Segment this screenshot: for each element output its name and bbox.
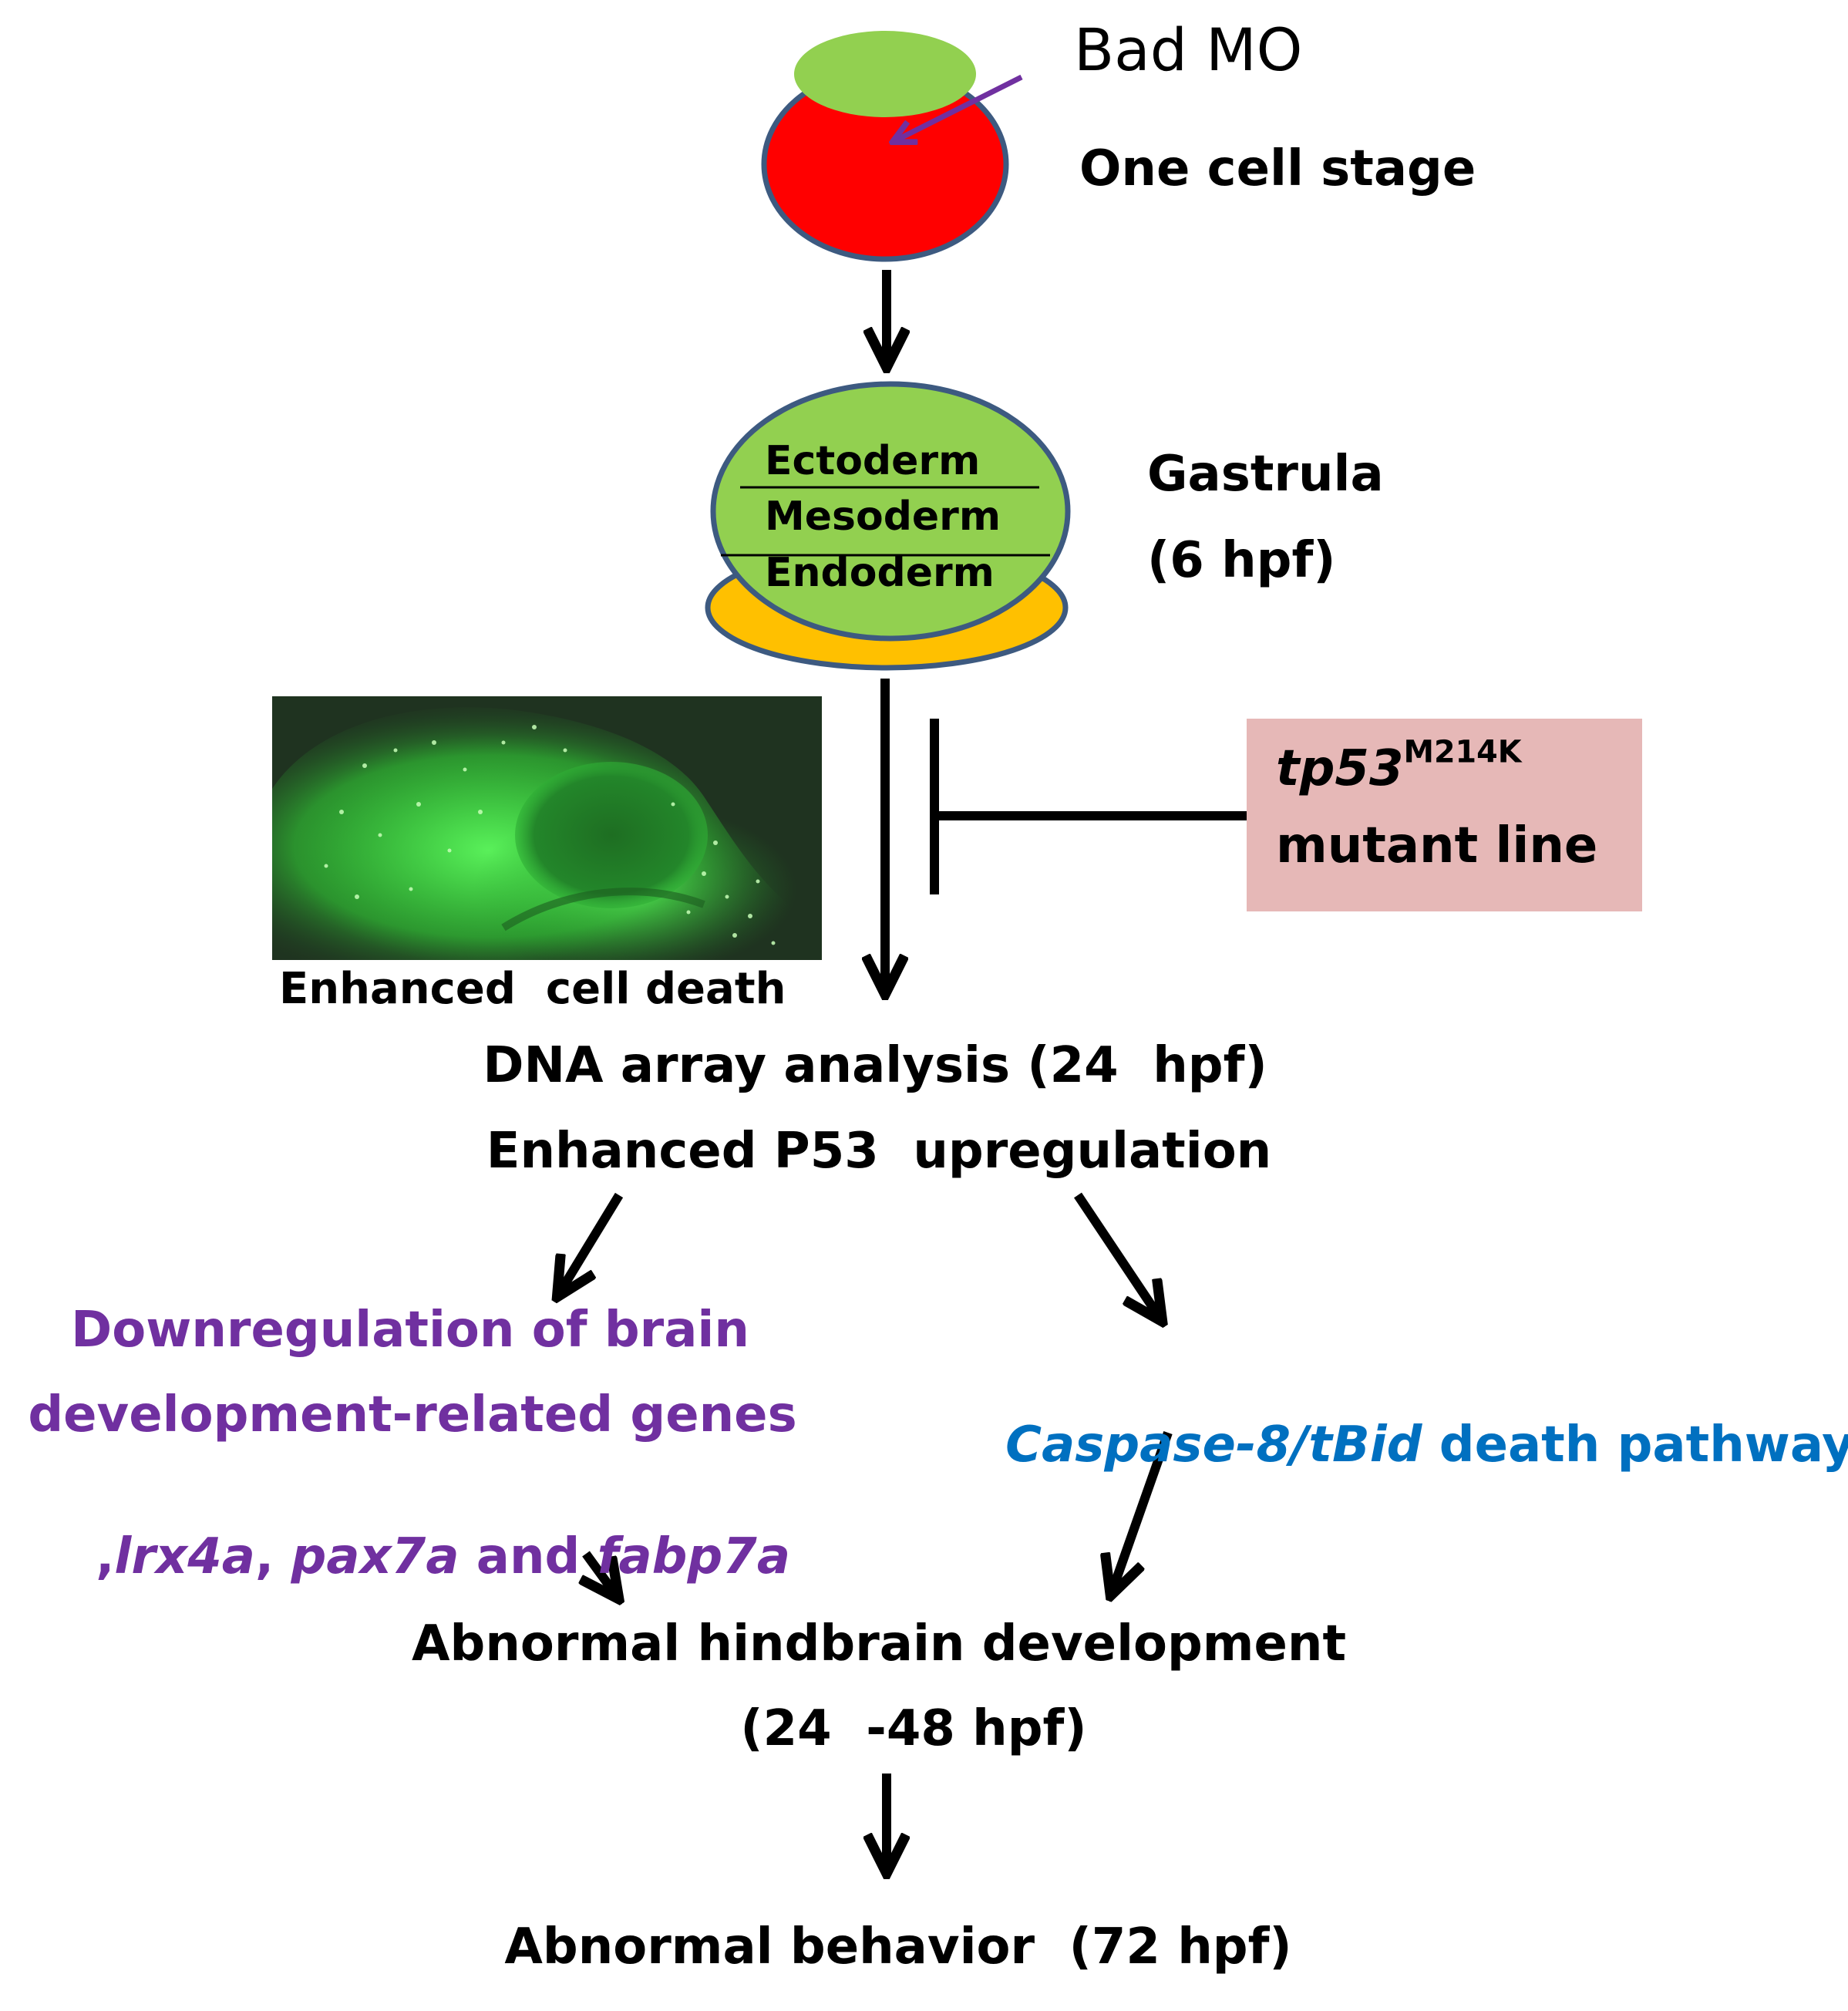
cell-death-micrograph bbox=[272, 696, 822, 960]
gastrula-time-label: (6 hpf) bbox=[1147, 532, 1336, 589]
array-analysis-label: DNA array analysis (24 hpf) bbox=[483, 1037, 1267, 1094]
bad-mo-label: Bad MO bbox=[1074, 15, 1303, 84]
cell-death-caption: Enhanced cell death bbox=[279, 964, 786, 1014]
one-cell-embryo bbox=[761, 31, 1023, 262]
germ-layers bbox=[710, 381, 1071, 642]
gene-lrx4a: lrx4a bbox=[114, 1528, 255, 1585]
caspase-pathway-label: Caspase-8/tBid death pathway bbox=[937, 1359, 1848, 1531]
tp53-allele-superscript: M214K bbox=[1403, 734, 1522, 770]
one-cell-stage-label: One cell stage bbox=[1079, 140, 1476, 197]
arrow-to-caspase-pathway bbox=[1074, 1192, 1160, 1319]
arrow-to-downregulation bbox=[559, 1192, 624, 1294]
arrow-downregulation-to-hindbrain bbox=[586, 1551, 617, 1596]
hindbrain-label: Abnormal hindbrain development bbox=[411, 1615, 1347, 1672]
arrow-caspase-to-hindbrain bbox=[1112, 1431, 1173, 1592]
death-pathway-text: death pathway bbox=[1422, 1416, 1848, 1474]
tp53-gene: tp53 bbox=[1276, 740, 1404, 797]
inhibition-bar bbox=[930, 719, 1247, 894]
downregulation-genes: ,lrx4a, pax7a and fabp7a bbox=[27, 1471, 790, 1642]
mutant-line-label: mutant line bbox=[1276, 817, 1598, 874]
ectoderm-label: Ectoderm bbox=[765, 438, 981, 484]
genes-sep2: and bbox=[459, 1528, 597, 1585]
gene-fabp7a: fabp7a bbox=[597, 1528, 791, 1585]
genes-prefix: , bbox=[96, 1528, 115, 1585]
hindbrain-time-label: (24 -48 hpf) bbox=[740, 1700, 1087, 1757]
genes-sep1: , bbox=[254, 1528, 291, 1585]
gastrula-embryo bbox=[705, 381, 1071, 671]
endoderm-label: Endoderm bbox=[765, 550, 995, 596]
caspase-tbid-italic: Caspase-8/tBid bbox=[1005, 1416, 1422, 1474]
behavior-label: Abnormal behavior (72 hpf) bbox=[504, 1918, 1292, 1976]
micrograph-image bbox=[272, 696, 822, 960]
downregulation-line1: Downregulation of brain bbox=[71, 1302, 749, 1359]
gene-pax7a: pax7a bbox=[291, 1528, 459, 1585]
tp53-allele-label: tp53M214K bbox=[1276, 736, 1522, 797]
mesoderm-label: Mesoderm bbox=[765, 493, 1001, 540]
morpholino-injection-arrow bbox=[894, 74, 1023, 141]
tp53-mutant-box: tp53M214K mutant line bbox=[1247, 719, 1642, 911]
gastrula-label: Gastrula bbox=[1147, 446, 1384, 503]
downregulation-line2: development-related genes bbox=[28, 1386, 797, 1443]
embryo-eye bbox=[515, 762, 708, 908]
blastodisc-cap bbox=[794, 31, 976, 117]
p53-upregulation-label: Enhanced P53 upregulation bbox=[486, 1123, 1272, 1180]
